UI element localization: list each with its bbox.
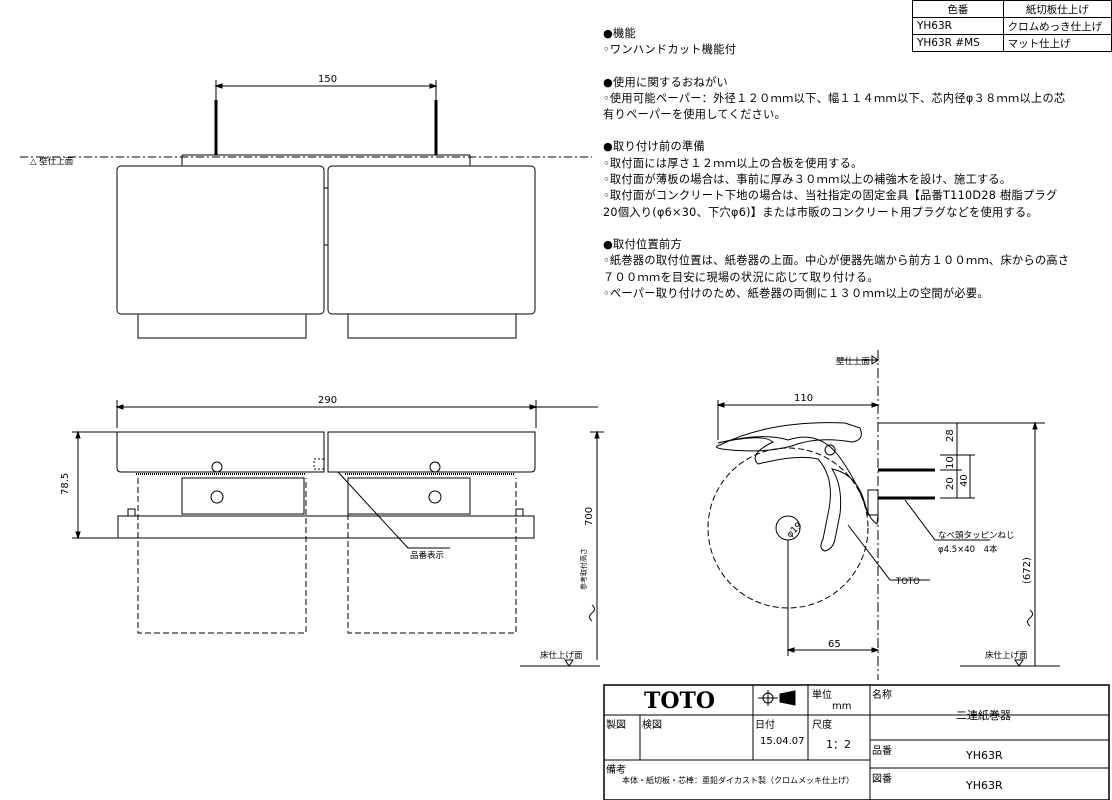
unit-label: 単位 — [812, 690, 832, 701]
color-table-cell: YH63R #MS — [912, 34, 1004, 52]
screw-label: なべ頭タッピンねじ — [938, 531, 1015, 541]
color-table-cell: マット仕上げ — [1002, 34, 1112, 52]
drawing-label: 図番 — [872, 774, 892, 785]
dim-28: 28 — [945, 429, 956, 442]
screw-size-label: φ4.5×40 4本 — [938, 544, 998, 555]
hinban-label: 品番表示 — [410, 550, 444, 561]
wall-top-label: △ 壁仕上面 — [30, 156, 74, 167]
date-label: 日付 — [755, 720, 775, 731]
name-value: 二連紙巻器 — [956, 709, 1011, 722]
top-view — [20, 80, 592, 339]
name-label: 名称 — [872, 690, 892, 701]
dim-10: 10 — [945, 456, 956, 469]
dim-290: 290 — [318, 395, 337, 406]
front-view — [72, 400, 604, 667]
position-title: ●取付位置前方 — [603, 237, 682, 251]
color-table: 色番 紙切板仕上げ YH63R クロムめっき仕上げ YH63R #MS マット仕… — [912, 0, 1112, 52]
dim-phi19: φ19 — [785, 521, 805, 541]
request-title: ●使用に関するおねがい — [603, 75, 728, 89]
color-table-header-2: 紙切板仕上げ — [1002, 0, 1112, 18]
position-line: ◦ペーパー取り付けのため、紙巻器の両側に１３０ｍｍ以上の空間が必要。 — [603, 286, 989, 300]
request-line: ◦使用可能ペーパー：外径１２０ｍｍ以下、幅１１４ｍｍ以下、芯内径φ３８ｍｍ以上の… — [603, 91, 1066, 105]
remarks-label: 備考 — [606, 765, 626, 776]
prep-title: ●取り付け前の準備 — [603, 140, 705, 154]
dim-150: 150 — [318, 74, 337, 85]
drawn-label: 製図 — [606, 720, 626, 731]
floor-right-label: 床仕上げ面 — [985, 650, 1028, 661]
position-line: ７００ｍｍを目安に現場の状況に応じて取り付ける。 — [603, 270, 879, 284]
part-label: 品番 — [872, 746, 892, 757]
request-line: 有りペーパーを使用してください。 — [603, 108, 787, 122]
prep-line: 20個入り(φ6×30、下穴φ6)】または市販のコンクリート用プラグなどを使用す… — [603, 205, 1038, 219]
remarks-value: 本体・紙切板・芯棒：亜鉛ダイカスト製（クロムメッキ仕上げ） — [622, 776, 854, 785]
dim-20: 20 — [945, 477, 956, 490]
height-note-label: 参考取付高さ — [579, 548, 588, 590]
color-table-cell: クロムめっき仕上げ — [1002, 17, 1112, 35]
toto-mark-label: TOTO — [895, 577, 920, 587]
position-line: ◦紙巻器の取付位置は、紙巻器の上面。中心が便器先端から前方１００ｍｍ、床からの高… — [603, 254, 1070, 268]
feature-title: ●機能 — [603, 27, 637, 40]
dim-40: 40 — [959, 474, 970, 487]
prep-line: ◦取付面には厚さ１２ｍｍ以上の合板を使用する。 — [603, 156, 863, 170]
dim-700: 700 — [584, 507, 595, 526]
unit-value: mm — [832, 701, 852, 712]
scale-value: 1：2 — [826, 738, 851, 751]
dim-672: (672) — [1022, 557, 1033, 584]
title-block: TOTO 単位 mm 名称 二連紙巻器 製図 検図 日付 15.04.07 尺度… — [604, 685, 1109, 800]
toto-logo: TOTO — [644, 688, 716, 714]
check-label: 検図 — [642, 720, 662, 731]
prep-line: ◦取付面がコンクリート下地の場合は、当社指定の固定金具【品番T110D28 樹脂… — [603, 189, 1058, 203]
notes-section: ●機能 ◦ワンハンドカット機能付 ●使用に関するおねがい ◦使用可能ペーパー：外… — [603, 26, 1108, 302]
color-table-header-1: 色番 — [912, 0, 1004, 18]
part-value: YH63R — [966, 749, 1003, 762]
feature-line: ◦ワンハンドカット機能付 — [603, 43, 737, 57]
dim-785: 78.5 — [60, 473, 71, 495]
drawing-value: YH63R — [966, 779, 1003, 792]
floor-label: 床仕上げ面 — [540, 650, 583, 661]
prep-line: ◦取付面が薄板の場合は、事前に厚み３０ｍｍ以上の補強木を設け、施工する。 — [603, 173, 1012, 187]
dim-65: 65 — [828, 639, 841, 650]
title-block-frame — [603, 684, 1110, 800]
side-view — [707, 350, 1060, 680]
date-value: 15.04.07 — [760, 736, 805, 747]
wall-top-side-label: 壁仕上面 — [836, 356, 871, 367]
scale-label: 尺度 — [812, 720, 832, 731]
dim-110: 110 — [794, 393, 813, 404]
